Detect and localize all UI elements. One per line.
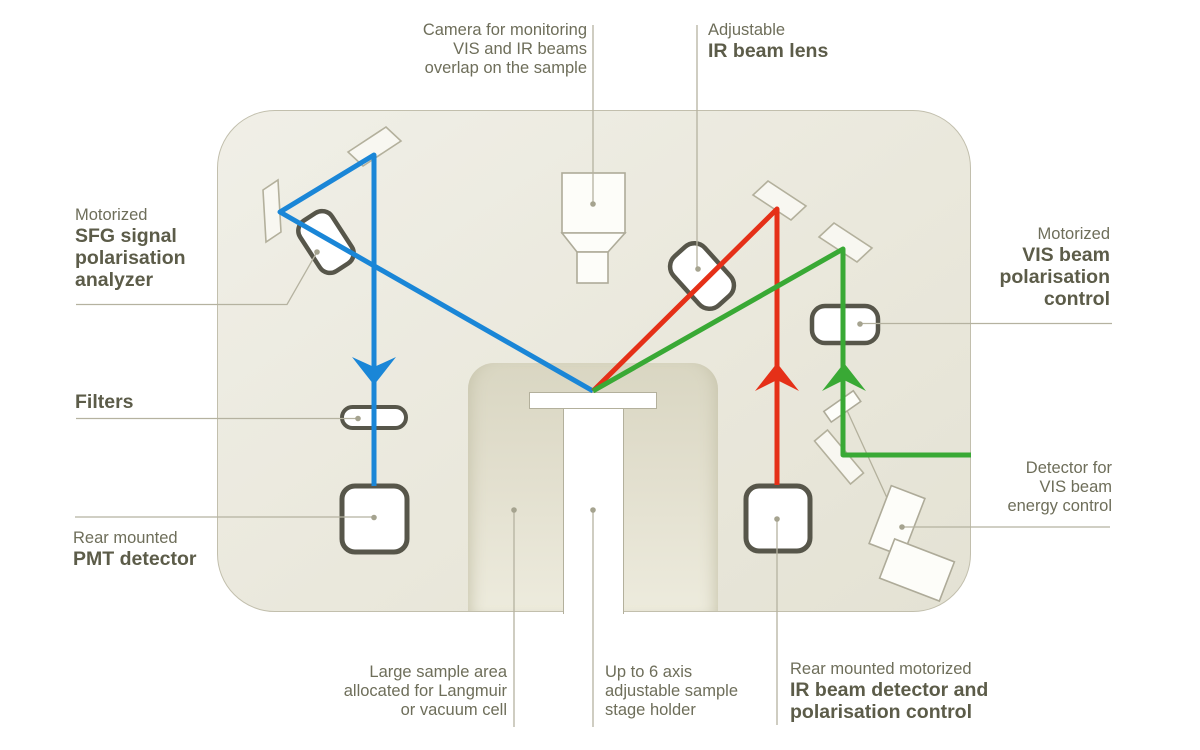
ir-beam-arrow-icon xyxy=(755,363,799,391)
sfg-beam-path xyxy=(277,152,595,486)
energy-detector-label: Detector for VIS beam energy control xyxy=(1007,459,1112,515)
energy-detector-leader-dot xyxy=(899,524,905,530)
camera-leader-dot xyxy=(590,201,596,207)
ir-beam-lens-icon xyxy=(667,240,737,312)
sfg-analyzer-leader xyxy=(76,251,318,306)
sfg-analyzer-label: Motorized SFG signal polarisation analyz… xyxy=(75,206,186,291)
sfg-beam-arrow-icon xyxy=(352,357,396,385)
large-sample-label: Large sample area allocated for Langmuir… xyxy=(343,663,507,719)
camera-icon xyxy=(560,172,627,284)
vis-polarisation-leader-dot xyxy=(857,321,863,327)
green-turn-mirror-icon xyxy=(813,428,865,486)
sfg-polarisation-analyzer-icon xyxy=(296,208,356,276)
filters-leader-dot xyxy=(355,415,361,422)
stage-holder-label: Up to 6 axis adjustable sample stage hol… xyxy=(605,663,738,719)
pmt-leader-dot xyxy=(371,514,377,521)
large-sample-leader-dot xyxy=(511,507,517,513)
vis-energy-detector-icon xyxy=(844,405,956,603)
sfg-analyzer-leader-dot xyxy=(314,249,320,255)
camera-label: Camera for monitoring VIS and IR beams o… xyxy=(422,21,587,77)
sfg-side-mirror-icon xyxy=(262,178,282,244)
sfg-top-mirror-icon xyxy=(346,125,403,168)
ir-detector-leader-dot xyxy=(774,516,780,522)
filters-label: Filters xyxy=(75,391,134,413)
ir-lens-leader-dot xyxy=(695,266,701,272)
ir-detector-label: Rear mounted motorized IR beam detector … xyxy=(790,660,989,723)
ir-beam-path xyxy=(591,206,780,485)
vis-beam-path xyxy=(591,246,971,458)
sample-stage-top xyxy=(529,392,657,409)
vis-beam-arrow-icon xyxy=(822,363,866,391)
stage-holder-leader-dot xyxy=(590,507,596,513)
ir-lens-label: Adjustable IR beam lens xyxy=(708,21,829,62)
vis-polarisation-label: Motorized VIS beam polarisation control xyxy=(999,225,1110,310)
pmt-label: Rear mounted PMT detector xyxy=(73,529,197,570)
